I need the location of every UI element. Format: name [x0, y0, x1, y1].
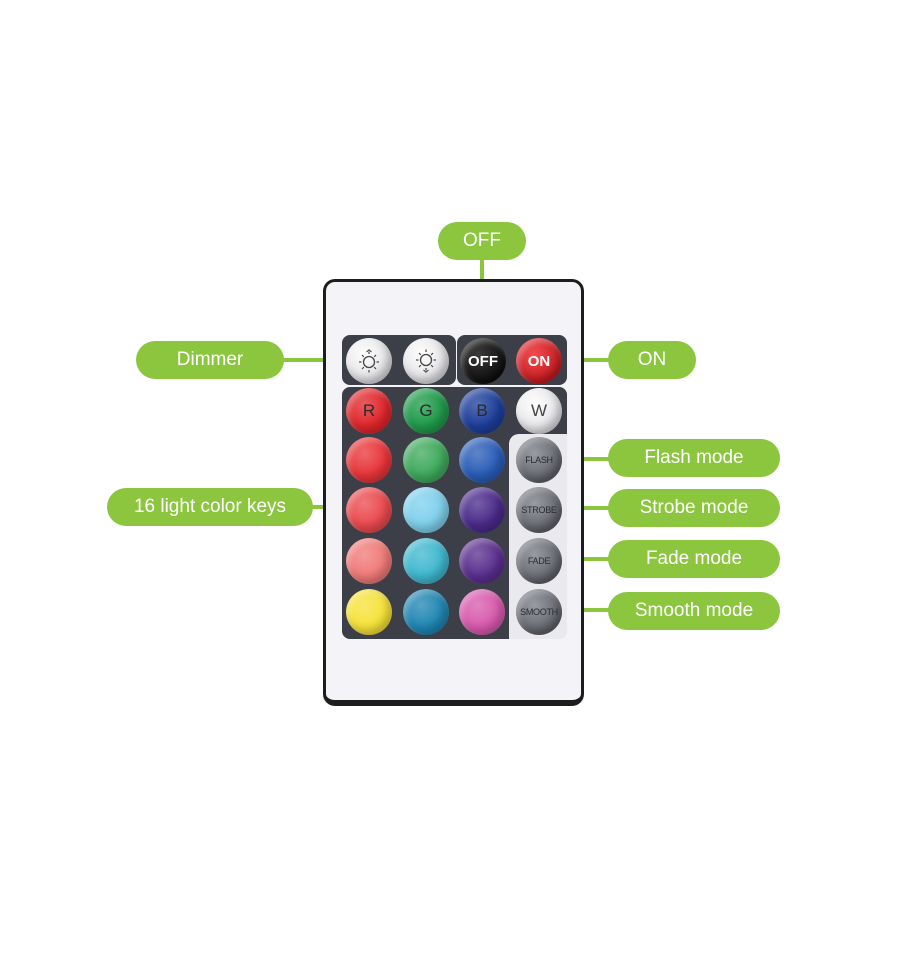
brightness-down-key[interactable] — [403, 338, 449, 384]
dimmer-callout: Dimmer — [136, 341, 284, 379]
color-key-14[interactable] — [403, 589, 449, 635]
on-callout: ON — [608, 341, 696, 379]
color-key-8[interactable] — [403, 487, 449, 533]
color-key-7[interactable] — [346, 487, 392, 533]
color-key-2[interactable]: G — [403, 388, 449, 434]
flash-mode-callout: Flash mode — [608, 439, 780, 477]
color-key-9[interactable] — [459, 487, 505, 533]
smooth-mode-key[interactable]: SMOOTH — [516, 589, 562, 635]
color-key-4[interactable] — [346, 437, 392, 483]
color-key-5[interactable] — [403, 437, 449, 483]
flash-mode-key[interactable]: FLASH — [516, 437, 562, 483]
color-key-15[interactable] — [459, 589, 505, 635]
off-key[interactable]: OFF — [460, 338, 506, 384]
fade-mode-key[interactable]: FADE — [516, 538, 562, 584]
brightness-down-icon — [416, 349, 436, 373]
color-key-6[interactable] — [459, 437, 505, 483]
dimmer-connector — [283, 358, 361, 362]
brightness-up-key[interactable] — [346, 338, 392, 384]
fade-mode-callout: Fade mode — [608, 540, 780, 578]
white-key[interactable]: W — [516, 388, 562, 434]
color-key-10[interactable] — [346, 538, 392, 584]
color-key-1[interactable]: R — [346, 388, 392, 434]
off-callout: OFF — [438, 222, 526, 260]
smooth-mode-callout: Smooth mode — [608, 592, 780, 630]
color-key-12[interactable] — [459, 538, 505, 584]
strobe-mode-key[interactable]: STROBE — [516, 487, 562, 533]
color-key-13[interactable] — [346, 589, 392, 635]
on-key[interactable]: ON — [516, 338, 562, 384]
color-key-11[interactable] — [403, 538, 449, 584]
brightness-up-icon — [359, 349, 379, 373]
color-keys-callout: 16 light color keys — [107, 488, 313, 526]
color-key-3[interactable]: B — [459, 388, 505, 434]
strobe-mode-callout: Strobe mode — [608, 489, 780, 527]
